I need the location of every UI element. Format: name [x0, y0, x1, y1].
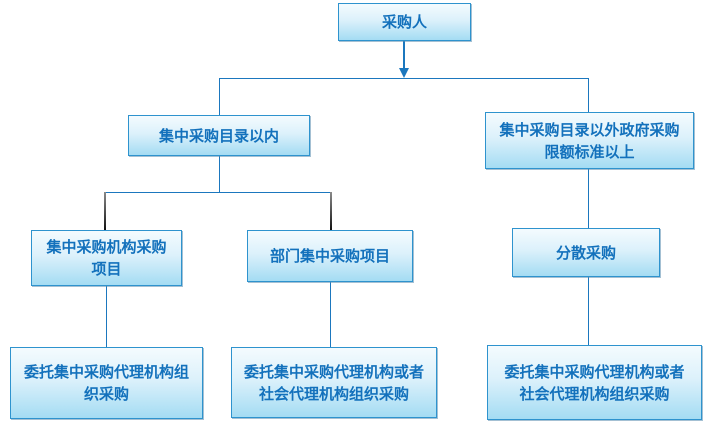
connector-drop-centralized-agency: [104, 192, 106, 230]
node-label: 委托集中采购代理机构或者: [243, 362, 424, 381]
node-centralized-agency-project: 集中采购机构采购 项目: [31, 230, 182, 286]
node-within-catalog: 集中采购目录以内: [128, 115, 310, 156]
node-outside-catalog-above-limit: 集中采购目录以外政府采购 限额标准以上: [485, 112, 694, 169]
node-label: 集中采购目录以内: [158, 126, 279, 145]
connector-within-catalog-stem: [219, 156, 220, 192]
node-label: 分散采购: [555, 243, 616, 262]
connector-drop-department-centralized: [330, 192, 332, 230]
connector-purchaser-stem: [403, 41, 405, 69]
node-label: 集中采购目录以外政府采购: [499, 120, 680, 139]
node-entrust-centralized-or-social-agency-mid: 委托集中采购代理机构或者 社会代理机构组织采购: [231, 347, 437, 418]
node-decentralized-procurement: 分散采购: [512, 228, 660, 277]
node-label: 社会代理机构组织采购: [519, 384, 670, 403]
connector-drop-outside-catalog: [588, 78, 589, 112]
node-label: 采购人: [381, 13, 427, 31]
node-label: 织采购: [83, 385, 129, 403]
connector-decentralized-to-entrust: [588, 277, 589, 345]
connector-department-to-entrust: [330, 282, 331, 347]
node-entrust-centralized-or-social-agency-right: 委托集中采购代理机构或者 社会代理机构组织采购: [487, 345, 702, 420]
node-label: 委托集中采购代理机构组: [23, 363, 189, 381]
node-label: 部门集中采购项目: [269, 247, 390, 265]
arrow-down-icon: [399, 68, 409, 78]
connector-level2-horizontal: [219, 78, 589, 79]
connector-drop-within-catalog: [219, 78, 220, 115]
connector-outside-to-decentralized: [588, 169, 589, 228]
node-label: 社会代理机构组织采购: [258, 384, 409, 403]
node-label: 限额标准以上: [544, 142, 635, 161]
node-entrust-centralized-agency: 委托集中采购代理机构组 织采购: [10, 347, 203, 419]
node-department-centralized-project: 部门集中采购项目: [247, 230, 413, 282]
node-label: 委托集中采购代理机构或者: [504, 362, 685, 381]
connector-centralized-to-entrust: [106, 286, 107, 347]
node-label: 项目: [91, 260, 122, 278]
node-purchaser: 采购人: [338, 3, 471, 41]
node-label: 集中采购机构采购: [46, 238, 167, 256]
connector-level3-horizontal: [104, 192, 332, 193]
